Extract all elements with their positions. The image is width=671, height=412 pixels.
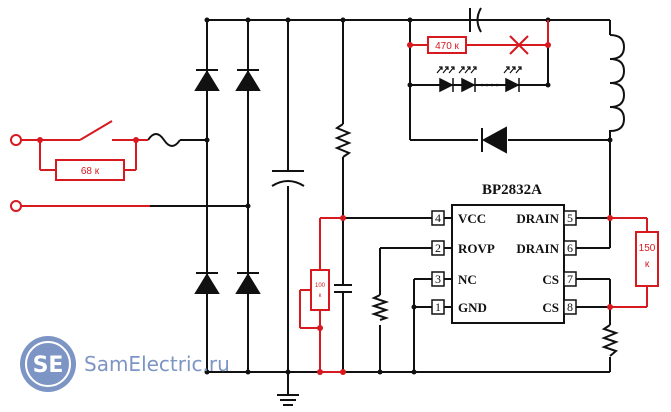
resistor-470k [427, 36, 467, 54]
samelectric-logo: SE SamElectric.ru [20, 336, 230, 392]
led-3 [505, 77, 520, 93]
label-100-top: 100 [315, 283, 326, 289]
fuse-symbol [147, 133, 181, 147]
filter-capacitor [271, 170, 305, 187]
logo-site-name: SamElectric.ru [84, 352, 230, 376]
startup-resistor [334, 123, 352, 158]
label-68k: 68 к [81, 166, 100, 177]
bridge-diode-2 [235, 70, 261, 91]
pin-num-cs-1: 7 [567, 272, 573, 286]
resistor-150k [635, 231, 659, 287]
pin-num-nc: 3 [435, 272, 441, 286]
led-1 [439, 77, 454, 93]
bridge-diode-1 [194, 70, 220, 91]
black-junctions [204, 17, 613, 375]
red-junctions [37, 42, 613, 375]
pin-label-vcc: VCC [458, 211, 486, 226]
vcc-capacitor [334, 284, 352, 293]
label-100-bottom: к [319, 293, 322, 299]
logo-circle [20, 336, 76, 392]
pin-label-drain-1: DRAIN [516, 211, 559, 226]
label-470k: 470 к [435, 41, 459, 52]
pin-num-drain-2: 6 [567, 241, 573, 255]
pin-num-cs-2: 8 [567, 300, 573, 314]
logo-initials: SE [33, 353, 64, 378]
led-2 [461, 77, 476, 93]
red-modifications [21, 20, 648, 373]
pin-label-cs-2: CS [542, 300, 559, 315]
right-pins: 5 6 7 8 DRAIN DRAIN CS CS [516, 210, 588, 315]
freewheel-diode [481, 126, 507, 154]
rovp-resistor [370, 294, 390, 321]
pin-label-drain-2: DRAIN [516, 241, 559, 256]
ic-body [451, 204, 565, 324]
cs-resistor [601, 324, 619, 357]
pin-label-rovp: ROVP [458, 241, 495, 256]
ac-terminal-2 [10, 200, 22, 212]
ac-terminal-1 [10, 134, 22, 146]
left-pins: 4 2 3 1 VCC ROVP NC GND [431, 210, 495, 315]
pin-label-nc: NC [458, 272, 477, 287]
led-string [436, 66, 522, 93]
inductor [609, 34, 626, 132]
trimmer-100k [310, 269, 330, 311]
pin-num-vcc: 4 [435, 211, 441, 225]
pin-num-drain-1: 5 [567, 211, 573, 225]
label-150k-top: 150 [639, 243, 656, 254]
output-capacitor [469, 7, 548, 33]
pin-label-cs-1: CS [542, 272, 559, 287]
pin-label-gnd: GND [458, 300, 487, 315]
resistor-68k [55, 159, 125, 181]
bridge-diodes [194, 69, 261, 294]
pin-num-rovp: 2 [435, 241, 441, 255]
bridge-diode-3 [194, 273, 220, 294]
bridge-diode-4 [235, 273, 261, 294]
chip-title: BP2832A [482, 182, 542, 198]
pin-num-gnd: 1 [435, 300, 441, 314]
label-150k-bottom: к [645, 259, 650, 270]
